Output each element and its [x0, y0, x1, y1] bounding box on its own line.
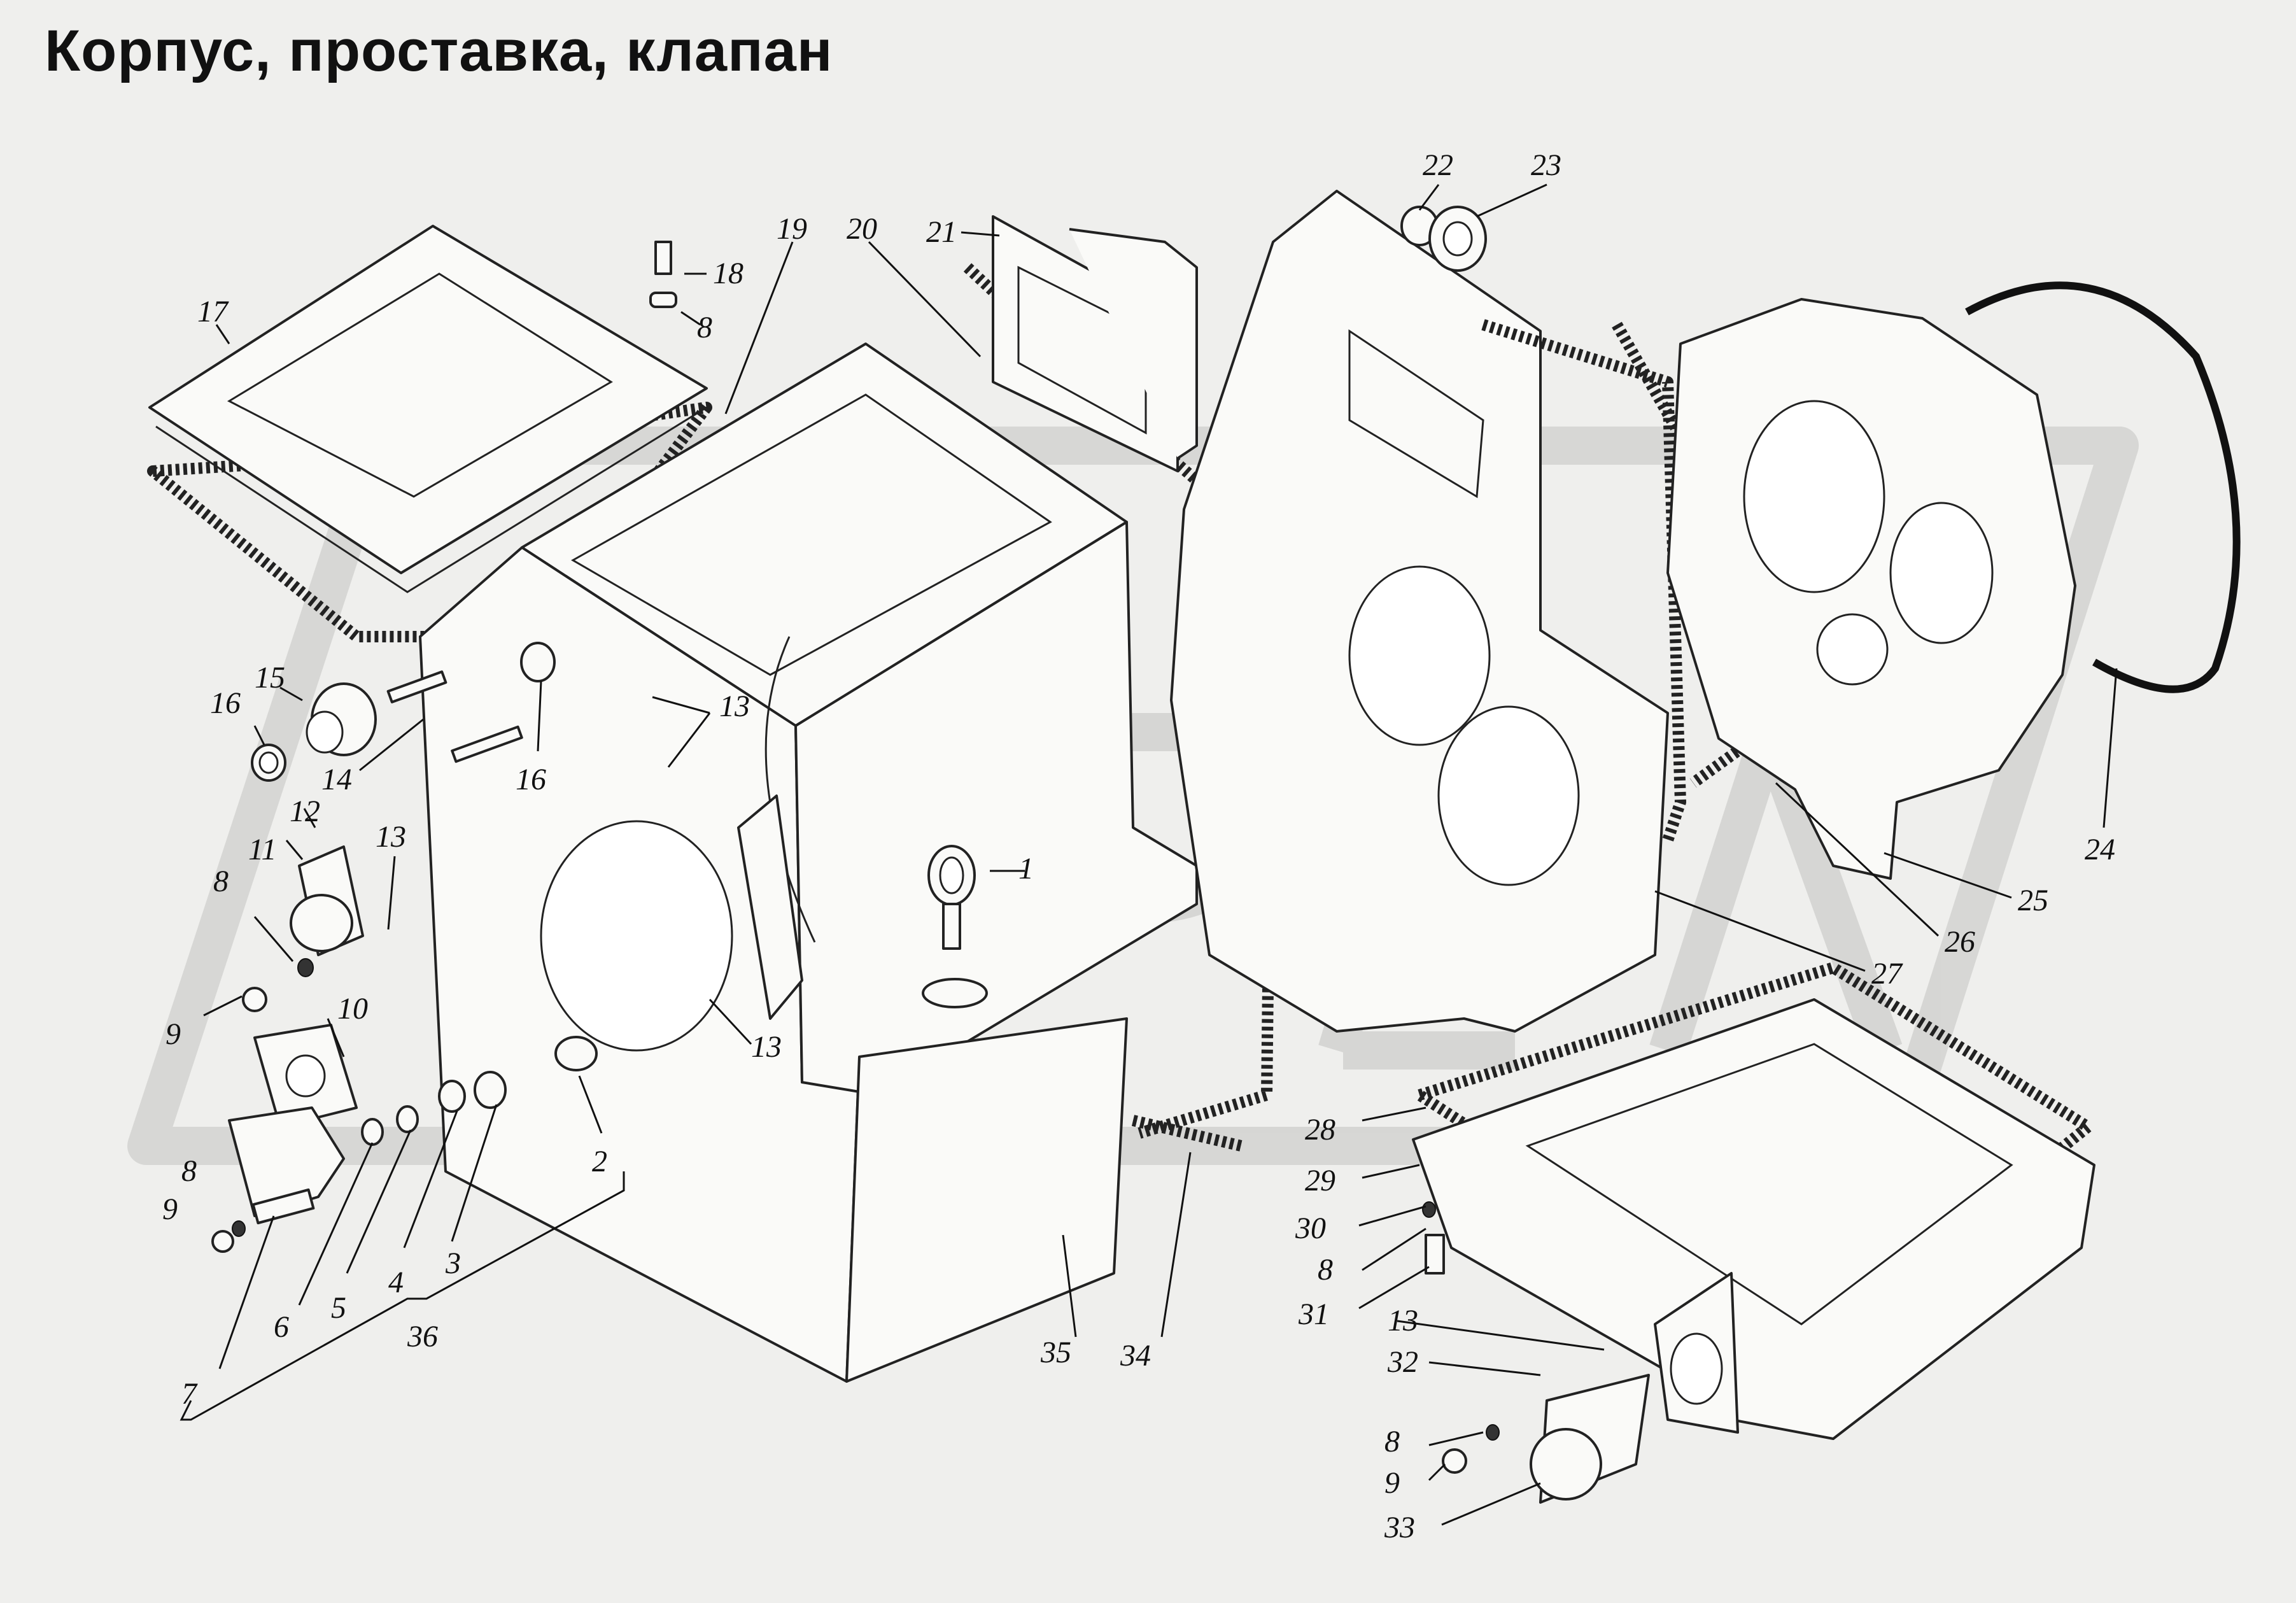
part-33-valve-cover [1530, 1374, 1650, 1504]
callout-12: 12 [290, 794, 320, 828]
leader-lines [180, 183, 2118, 1526]
callout-5: 5 [331, 1291, 346, 1325]
part-7-valve-tube [228, 1106, 345, 1225]
part-23-fitting [1428, 206, 1487, 272]
callout-13: 13 [751, 1030, 782, 1064]
callout-21: 21 [926, 215, 957, 249]
callout-27: 27 [1871, 957, 1903, 991]
callout-8: 8 [697, 311, 712, 344]
callout-31: 31 [1298, 1297, 1329, 1331]
callout-16: 16 [210, 686, 241, 720]
callout-24: 24 [2085, 833, 2115, 866]
callout-15: 15 [255, 661, 285, 695]
callout-18: 18 [713, 257, 743, 290]
callout-10: 10 [337, 992, 368, 1026]
callout-34: 34 [1120, 1339, 1151, 1373]
part-3-ring [474, 1071, 507, 1109]
callout-13: 13 [376, 820, 406, 854]
part-8-9-nuts [211, 958, 1500, 1474]
callout-7: 7 [181, 1377, 198, 1411]
callout-4: 4 [388, 1266, 404, 1299]
callout-3: 3 [445, 1246, 461, 1280]
callout-2: 2 [592, 1145, 607, 1178]
callout-9: 9 [162, 1192, 178, 1226]
callout-9: 9 [1384, 1466, 1400, 1500]
part-10-valve-flange [253, 1024, 358, 1128]
callout-35: 35 [1040, 1336, 1071, 1369]
part-11-valve-body [290, 845, 364, 956]
callout-20: 20 [847, 212, 877, 246]
callout-8: 8 [1318, 1253, 1333, 1287]
callout-8: 8 [213, 865, 229, 898]
callout-25: 25 [2018, 884, 2048, 917]
callout-8: 8 [181, 1154, 197, 1188]
callout-1: 1 [1018, 852, 1034, 886]
callout-23: 23 [1531, 148, 1561, 182]
callout-9: 9 [166, 1017, 181, 1051]
callout-19: 19 [777, 212, 807, 246]
part-6-ring [361, 1118, 384, 1146]
part-2-plug [554, 1036, 598, 1071]
callout-33: 33 [1384, 1511, 1415, 1544]
callout-13: 13 [719, 689, 750, 723]
callout-14: 14 [321, 763, 352, 796]
part-34-gasket [1131, 1115, 1243, 1152]
part-4-washer [438, 1080, 466, 1113]
part-16-seal-ring [251, 744, 286, 782]
part-main-housing [419, 342, 1198, 1383]
part-16-seal-ring-right [520, 642, 556, 682]
part-29-oil-pan [1412, 998, 2095, 1440]
part-spacer-plate [1170, 190, 1669, 1033]
callout-26: 26 [1945, 925, 1975, 959]
part-24-o-ring [1965, 281, 2241, 693]
part-14-stud [386, 670, 523, 763]
callout-6: 6 [274, 1310, 289, 1344]
callout-29: 29 [1305, 1164, 1335, 1197]
part-25-bell-housing [1666, 298, 2076, 880]
callout-labels: 1 2 3 4 5 6 7 8 8 8 8 8 9 9 9 10 11 12 1… [162, 148, 2115, 1544]
callout-36: 36 [407, 1320, 438, 1353]
callout-28: 28 [1305, 1113, 1335, 1147]
callout-11: 11 [248, 833, 276, 866]
part-15-fitting [306, 682, 377, 756]
callout-8: 8 [1384, 1425, 1400, 1458]
part-21-cover [992, 215, 1198, 472]
callout-30: 30 [1295, 1211, 1326, 1245]
callout-17: 17 [197, 295, 229, 328]
callout-32: 32 [1387, 1345, 1418, 1379]
callout-13: 13 [1388, 1304, 1418, 1338]
page-title: Корпус, проставка, клапан [45, 18, 833, 83]
part-1-eyebolt [922, 845, 988, 1008]
part-18-bolt [649, 241, 677, 308]
callout-22: 22 [1423, 148, 1453, 182]
callout-16: 16 [516, 763, 546, 796]
part-5-washer [396, 1105, 419, 1133]
part-17-top-cover [147, 225, 712, 642]
